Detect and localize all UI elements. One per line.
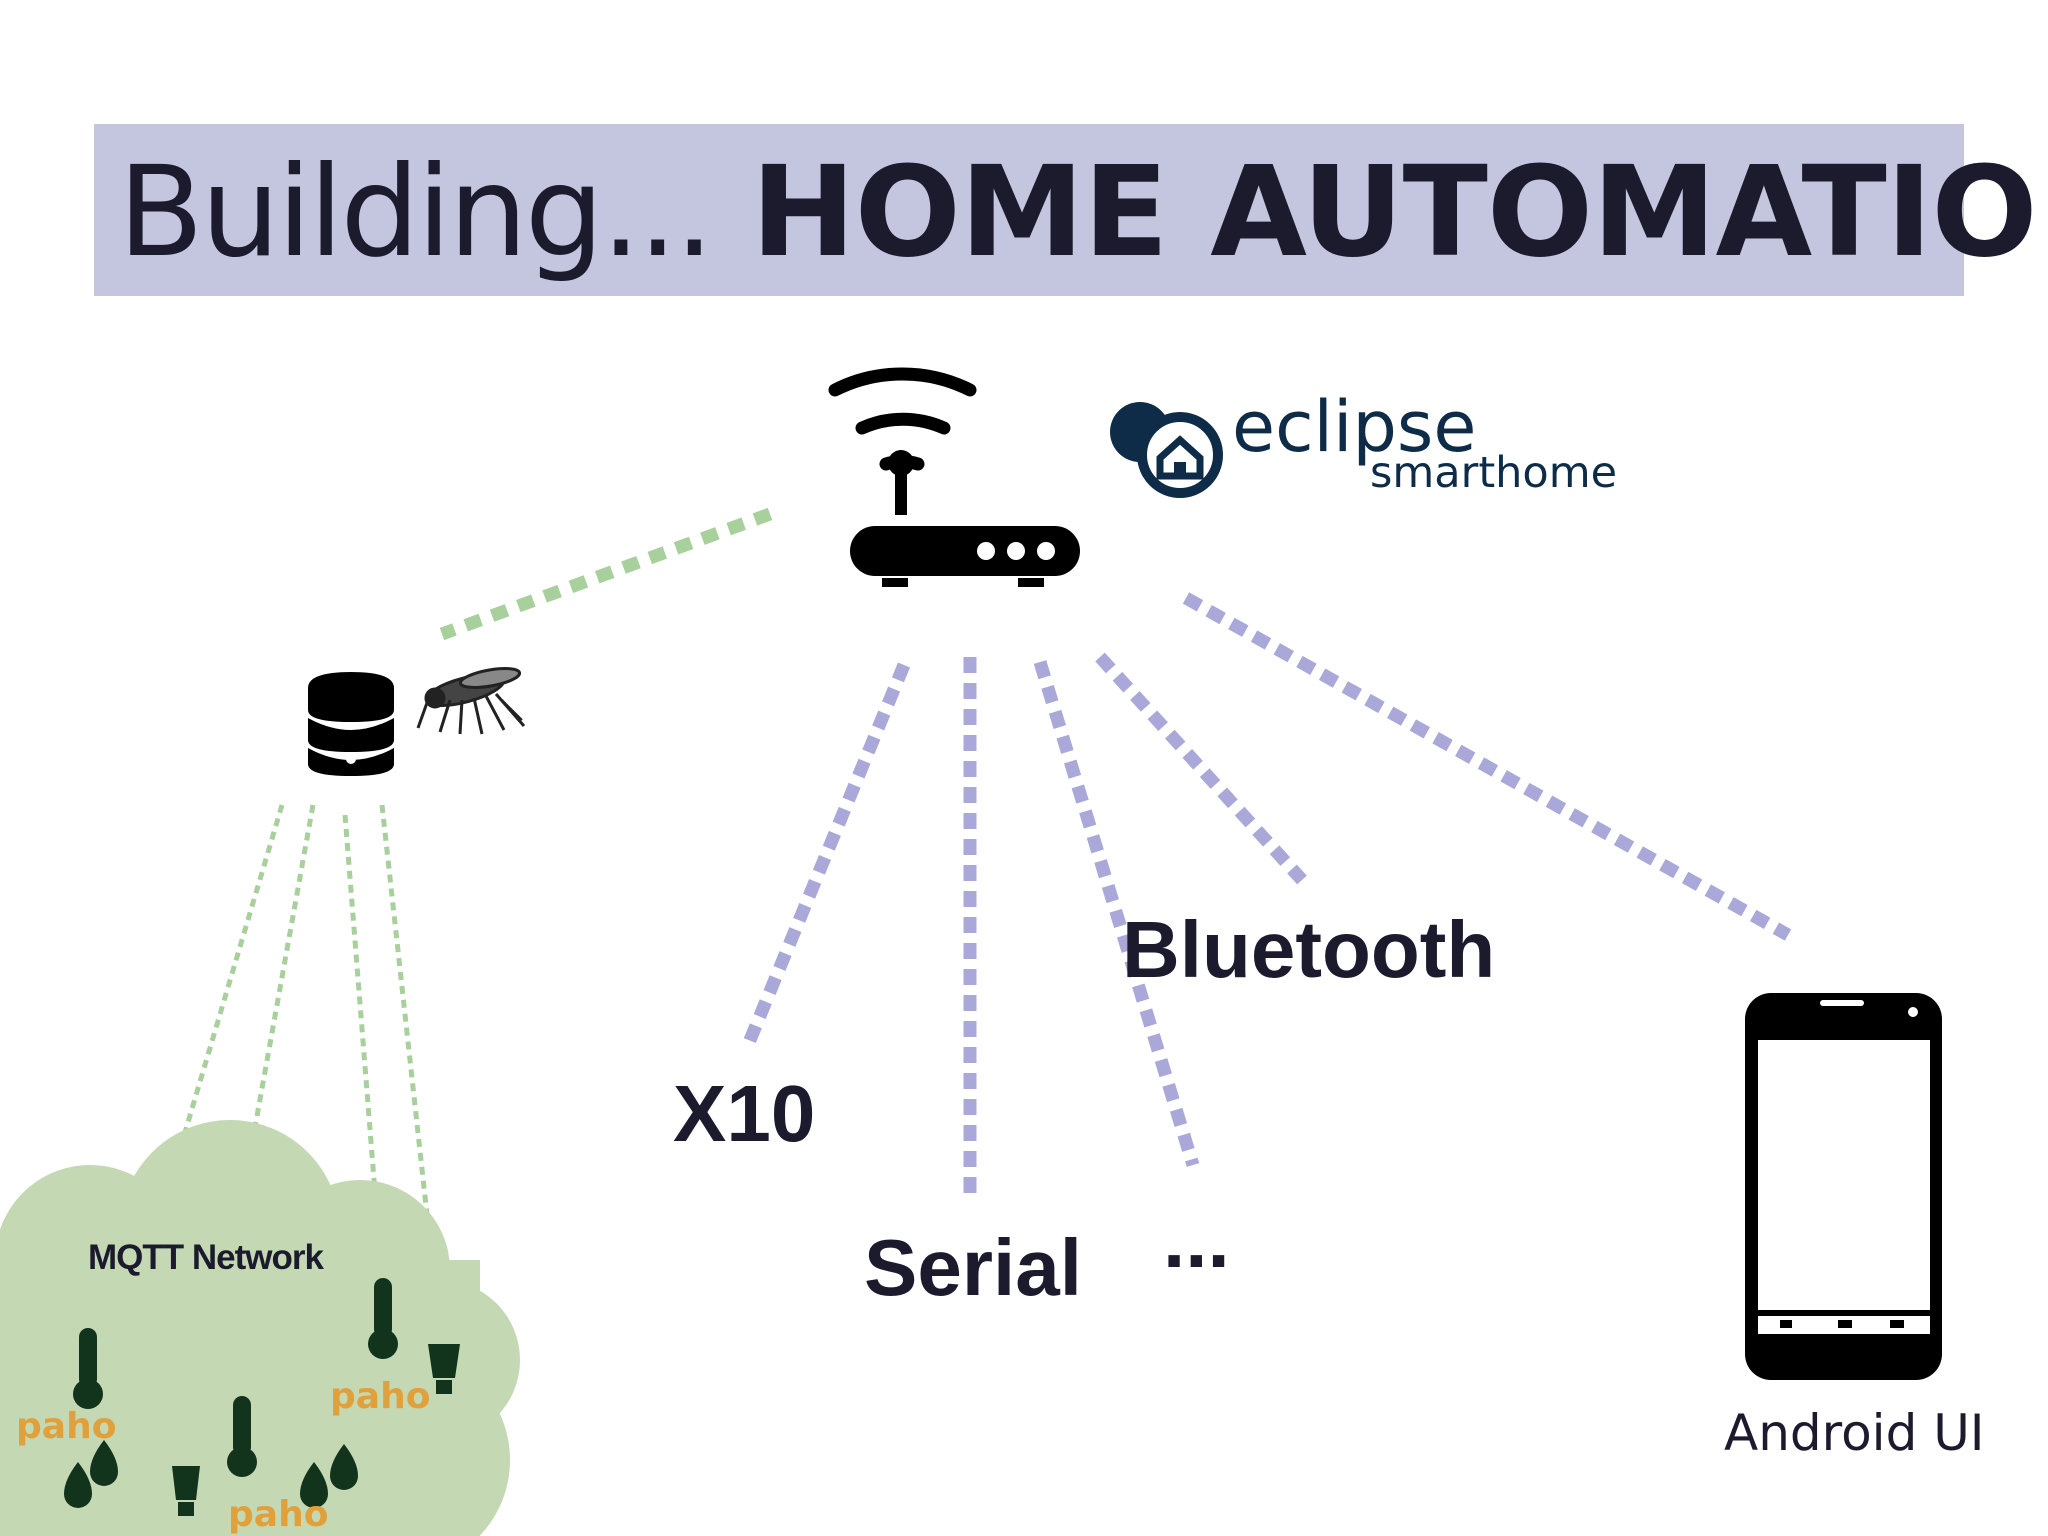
paho-text: paho: [16, 1406, 117, 1447]
thermometer-icon: [73, 1278, 398, 1477]
light-bulb-icon: [172, 1344, 460, 1516]
title-main: HOME AUTOMATION: [751, 140, 2048, 285]
brand-name: eclipse: [1232, 386, 1477, 468]
link-android: [1182, 592, 1792, 941]
title-prefix: Building...: [118, 140, 714, 285]
smartphone-icon: [1745, 993, 1942, 1380]
paho-logo: paho: [330, 1376, 430, 1417]
paho-logo: paho: [16, 1406, 116, 1447]
link-bluetooth: [1095, 652, 1307, 885]
link-more: [1033, 660, 1200, 1167]
label-more-protocols: ...: [1163, 1195, 1230, 1284]
database-server-icon: [308, 672, 394, 776]
label-bluetooth: Bluetooth: [1122, 905, 1496, 994]
paho-logo: paho: [228, 1494, 328, 1535]
eclipse-smarthome-logo-icon: [1110, 402, 1223, 498]
wifi-router-icon: [828, 367, 1080, 587]
label-serial: Serial: [864, 1223, 1082, 1312]
paho-text: paho: [330, 1376, 431, 1417]
hub-protocol-links: [741, 592, 1792, 1200]
paho-text: paho: [228, 1494, 329, 1535]
label-x10: X10: [673, 1069, 816, 1158]
brand-subtitle: smarthome: [1370, 448, 1618, 498]
water-drops-icon: [64, 1440, 358, 1508]
title-band: [94, 124, 1964, 296]
link-x10: [741, 662, 911, 1048]
hub-broker-link: [439, 507, 773, 641]
label-android-ui: Android UI: [1724, 1404, 1985, 1462]
mosquito-icon: [416, 667, 526, 735]
page-title: Building... HOME AUTOMATION: [118, 150, 2048, 275]
label-mqtt-network: MQTT Network: [88, 1238, 324, 1277]
